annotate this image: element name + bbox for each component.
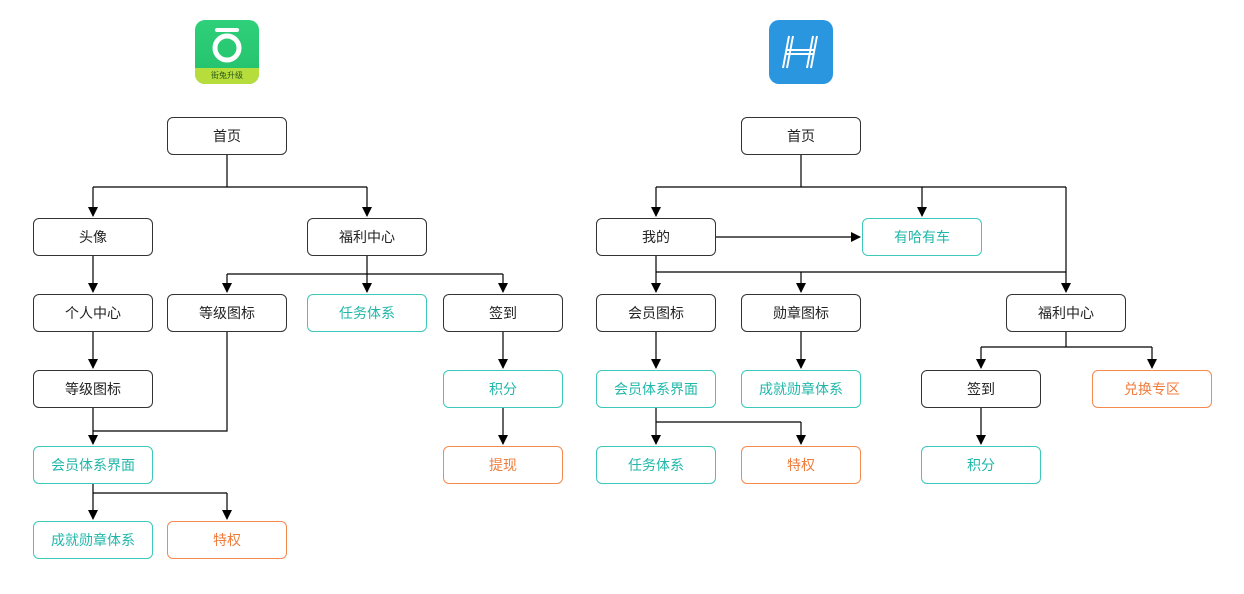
app-logo-left: 街兔升级: [195, 20, 259, 84]
node-member-icon: 会员图标: [596, 294, 716, 332]
node-mine: 我的: [596, 218, 716, 256]
logo-badge: 街兔升级: [195, 68, 259, 84]
node-task-system: 任务体系: [307, 294, 427, 332]
node-task-system: 任务体系: [596, 446, 716, 484]
logo-h-icon: [782, 35, 818, 69]
node-welfare-center: 福利中心: [1006, 294, 1126, 332]
node-privilege: 特权: [167, 521, 287, 559]
node-points: 积分: [443, 370, 563, 408]
connector-line: [93, 331, 228, 432]
node-member-system-ui: 会员体系界面: [596, 370, 716, 408]
node-level-icon: 等级图标: [167, 294, 287, 332]
node-home: 首页: [741, 117, 861, 155]
node-avatar: 头像: [33, 218, 153, 256]
node-member-system-ui: 会员体系界面: [33, 446, 153, 484]
node-medal-icon: 勋章图标: [741, 294, 861, 332]
node-checkin: 签到: [443, 294, 563, 332]
node-home: 首页: [167, 117, 287, 155]
node-welfare-center: 福利中心: [307, 218, 427, 256]
logo-o-icon: [212, 28, 242, 63]
node-medal-system: 成就勋章体系: [33, 521, 153, 559]
app-logo-right: [769, 20, 833, 84]
node-withdraw: 提现: [443, 446, 563, 484]
node-level-icon: 等级图标: [33, 370, 153, 408]
node-points: 积分: [921, 446, 1041, 484]
node-privilege: 特权: [741, 446, 861, 484]
node-medal-system: 成就勋章体系: [741, 370, 861, 408]
node-exchange-zone: 兑换专区: [1092, 370, 1212, 408]
node-youhayouche: 有哈有车: [862, 218, 982, 256]
node-checkin: 签到: [921, 370, 1041, 408]
node-personal-center: 个人中心: [33, 294, 153, 332]
